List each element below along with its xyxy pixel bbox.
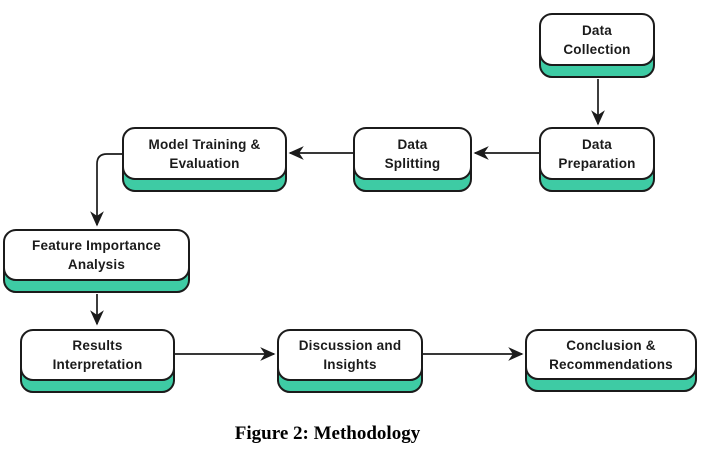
node-label: Data Preparation [539, 127, 655, 180]
node-conclusion-recommendations: Conclusion & Recommendations [525, 329, 697, 392]
node-results-interpretation: Results Interpretation [20, 329, 175, 393]
node-label: Conclusion & Recommendations [525, 329, 697, 380]
figure-caption: Figure 2: Methodology [234, 423, 421, 444]
node-label: Model Training & Evaluation [122, 127, 287, 180]
node-discussion-insights: Discussion and Insights [277, 329, 423, 393]
node-label: Results Interpretation [20, 329, 175, 381]
node-data-splitting: Data Splitting [353, 127, 472, 192]
node-feature-importance-analysis: Feature Importance Analysis [3, 229, 190, 293]
node-label: Data Splitting [353, 127, 472, 180]
node-label: Feature Importance Analysis [3, 229, 190, 281]
node-label: Data Collection [539, 13, 655, 66]
node-label: Discussion and Insights [277, 329, 423, 381]
node-data-preparation: Data Preparation [539, 127, 655, 192]
node-data-collection: Data Collection [539, 13, 655, 78]
node-model-training-evaluation: Model Training & Evaluation [122, 127, 287, 192]
edge-training-to-feature-importance [90, 153, 122, 227]
